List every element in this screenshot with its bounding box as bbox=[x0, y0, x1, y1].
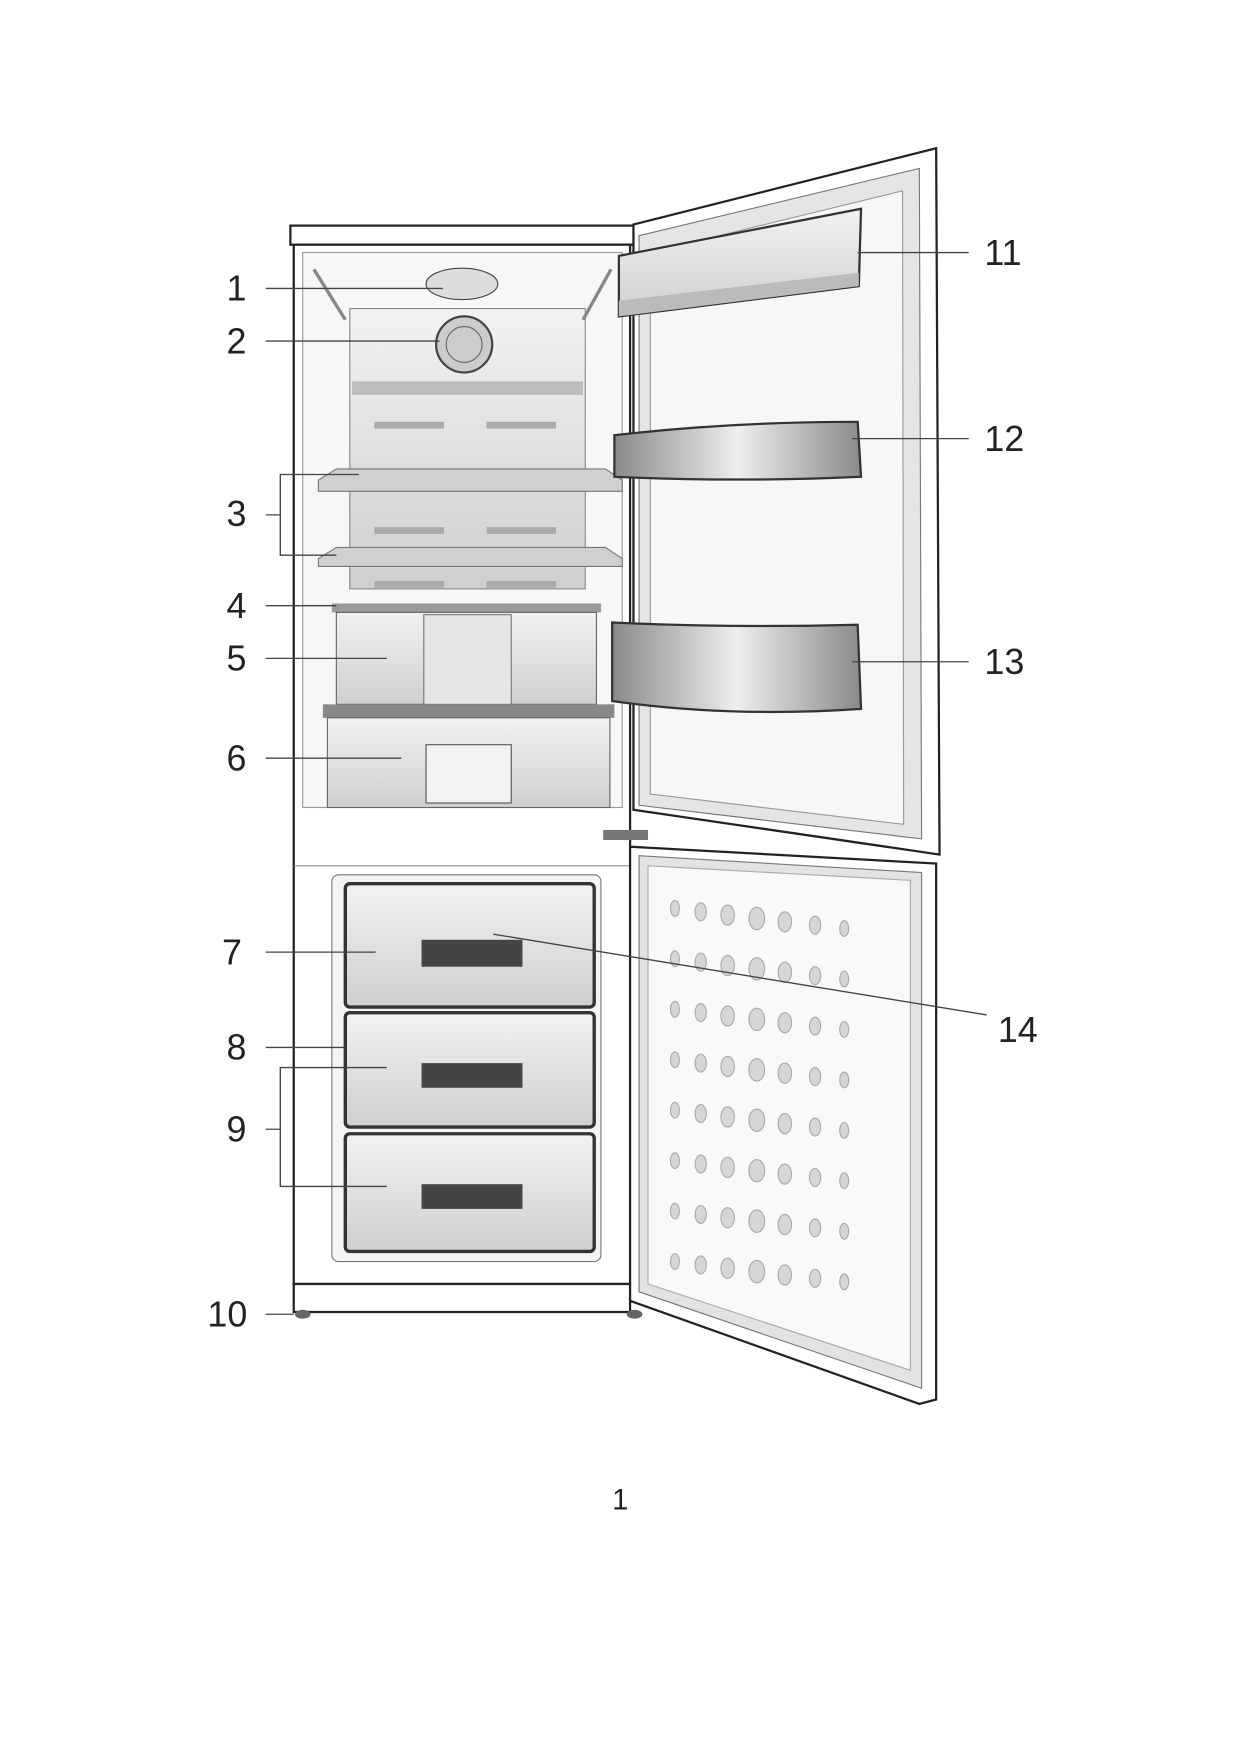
dimple bbox=[748, 1209, 766, 1233]
dimple bbox=[694, 1154, 707, 1174]
dimple bbox=[694, 1204, 707, 1224]
callout-11: 11 bbox=[984, 233, 1021, 273]
callout-13: 13 bbox=[984, 642, 1024, 682]
dimple bbox=[839, 1222, 850, 1240]
dimple bbox=[720, 1207, 735, 1229]
freezer-door bbox=[628, 845, 938, 1406]
dimple bbox=[748, 906, 766, 931]
dimple bbox=[839, 920, 850, 937]
dimple bbox=[808, 1218, 822, 1238]
callout-3: 3 bbox=[226, 494, 246, 534]
callout-1: 1 bbox=[226, 269, 246, 309]
dimple bbox=[839, 1273, 850, 1291]
glass-shelf bbox=[317, 468, 623, 492]
callout-4: 4 bbox=[226, 586, 246, 626]
freezer-drawer bbox=[343, 1132, 596, 1254]
callout-8: 8 bbox=[226, 1028, 246, 1068]
dimple bbox=[669, 1253, 680, 1270]
dimple bbox=[808, 1067, 822, 1087]
callout-9: 9 bbox=[226, 1110, 246, 1150]
callout-12: 12 bbox=[984, 419, 1024, 459]
freezer-compartment bbox=[293, 865, 631, 1263]
dimple bbox=[808, 915, 822, 935]
dimple bbox=[748, 1058, 766, 1082]
dimple bbox=[748, 957, 766, 981]
dimple bbox=[720, 1156, 735, 1179]
page-number: 1 bbox=[612, 1484, 628, 1516]
dimple bbox=[777, 911, 793, 933]
callout-2: 2 bbox=[226, 321, 246, 361]
callout-10: 10 bbox=[207, 1295, 247, 1335]
dimple bbox=[720, 904, 735, 926]
callout-6: 6 bbox=[226, 738, 246, 778]
dimple bbox=[720, 954, 735, 977]
dimple bbox=[777, 1264, 793, 1286]
dimple bbox=[694, 902, 707, 922]
dimple bbox=[694, 1003, 707, 1023]
dimple bbox=[777, 1113, 793, 1135]
dimple bbox=[839, 1172, 850, 1190]
dimple bbox=[808, 1117, 822, 1137]
dimple bbox=[669, 1051, 680, 1069]
dimple bbox=[808, 1167, 822, 1187]
dimple bbox=[669, 899, 680, 917]
fridge-compartment bbox=[312, 267, 623, 809]
dimple bbox=[808, 966, 822, 986]
dimple bbox=[720, 1106, 735, 1128]
dimple bbox=[720, 1005, 735, 1027]
dimple bbox=[720, 1257, 735, 1279]
chiller-drawer bbox=[322, 704, 615, 718]
callout-5: 5 bbox=[226, 639, 246, 679]
dimple bbox=[839, 970, 850, 988]
freezer-drawer bbox=[343, 1010, 596, 1129]
dimple bbox=[694, 1255, 707, 1275]
freezer-drawer bbox=[343, 882, 596, 1009]
dimple bbox=[777, 1062, 793, 1084]
dimple bbox=[808, 1016, 822, 1036]
callouts-left: 1 2 3 4 5 6 7 8 9 10 bbox=[207, 269, 443, 1335]
dimple bbox=[720, 1055, 735, 1078]
dimple bbox=[694, 952, 707, 972]
dimple bbox=[694, 1104, 707, 1124]
callouts-right: 11 12 13 14 bbox=[493, 233, 1038, 1050]
lamp-thermostat bbox=[425, 267, 499, 301]
dimple bbox=[669, 950, 680, 968]
dimple bbox=[748, 1259, 766, 1284]
dimple bbox=[669, 1152, 680, 1170]
door-dimples bbox=[669, 899, 850, 1291]
dimple bbox=[748, 1007, 766, 1032]
dimple bbox=[808, 1268, 822, 1288]
dimple bbox=[748, 1158, 766, 1183]
dimple bbox=[669, 1000, 680, 1018]
callout-14: 14 bbox=[998, 1010, 1038, 1050]
dimple bbox=[839, 1021, 850, 1038]
dimple bbox=[777, 1163, 793, 1185]
fridge-door bbox=[603, 146, 941, 856]
dimple bbox=[669, 1101, 680, 1119]
fan-cover bbox=[435, 315, 494, 374]
glass-shelf bbox=[317, 546, 623, 567]
dimple bbox=[777, 1213, 793, 1236]
dimple bbox=[748, 1108, 766, 1133]
dimple bbox=[669, 1202, 680, 1220]
dimple bbox=[777, 961, 793, 983]
door-shelf bbox=[613, 420, 863, 481]
dimple bbox=[839, 1121, 850, 1139]
dimple bbox=[694, 1053, 707, 1073]
bottle-shelf bbox=[611, 621, 863, 714]
callout-7: 7 bbox=[222, 932, 242, 972]
dimple bbox=[839, 1071, 850, 1089]
dimple bbox=[777, 1012, 793, 1034]
